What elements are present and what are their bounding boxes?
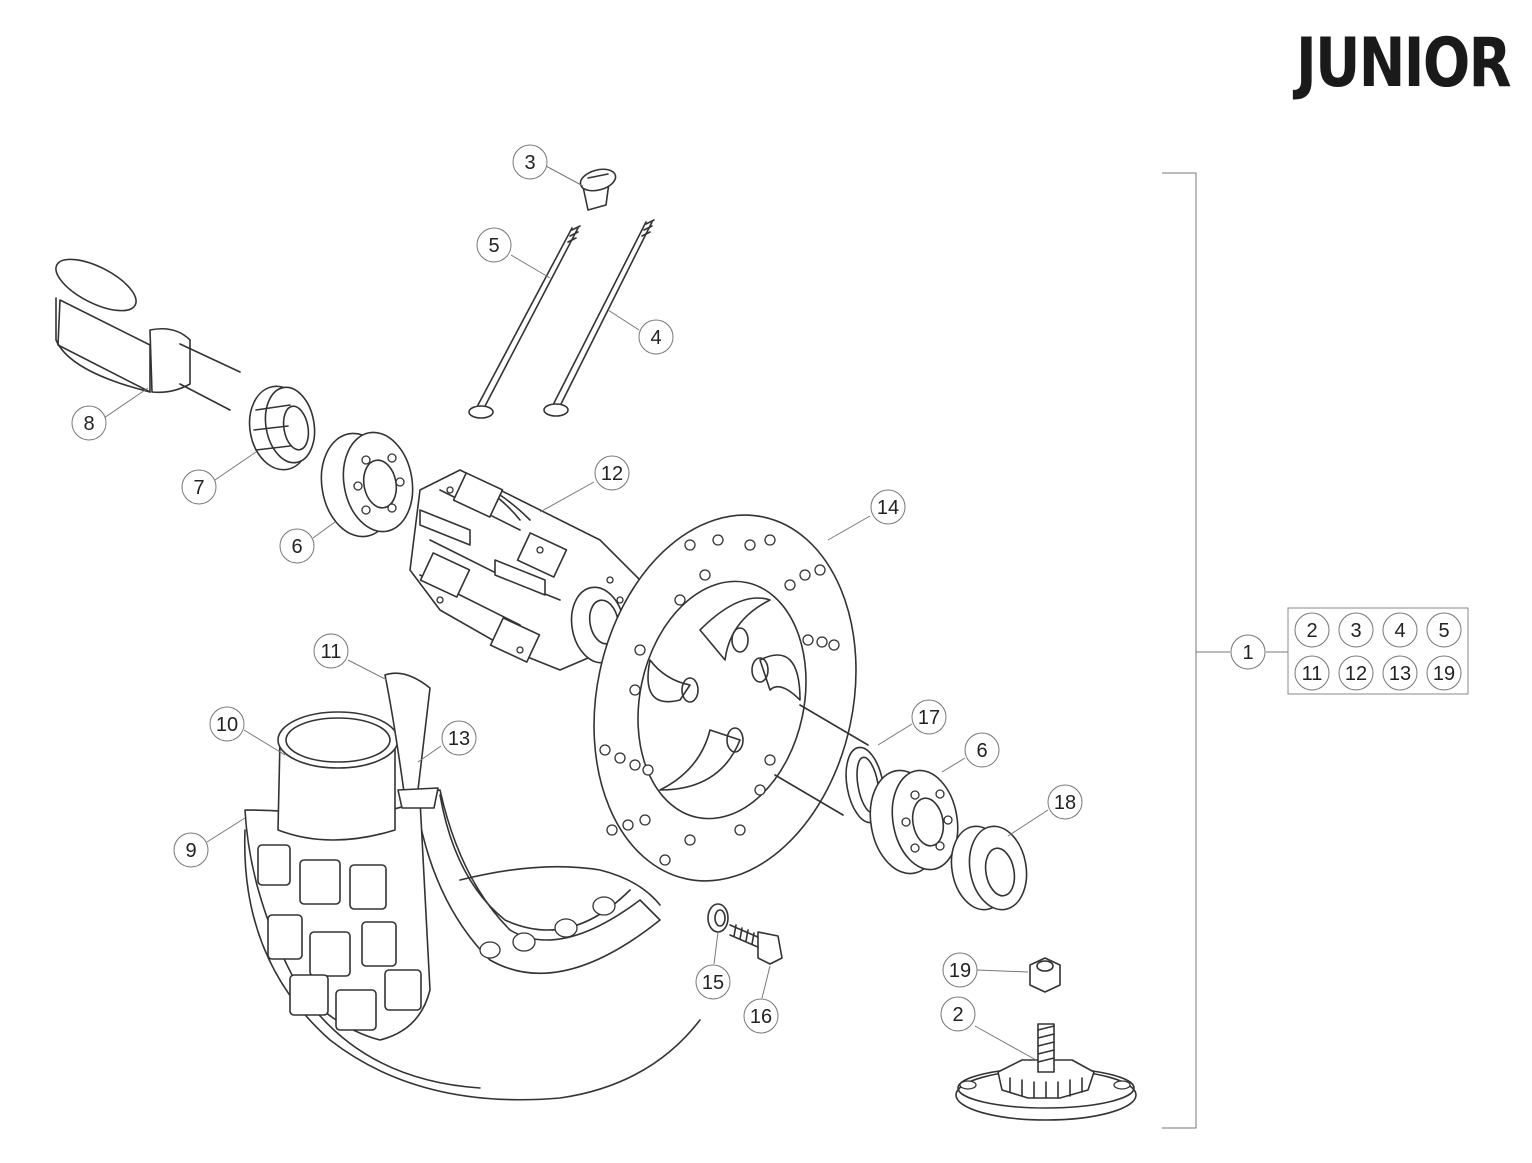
callout-c6a: 6 — [279, 528, 315, 564]
tube-part-10 — [277, 711, 399, 841]
spoke-nipple-part-3 — [579, 168, 617, 211]
callout-label: 16 — [750, 1006, 772, 1028]
callout-c7: 7 — [181, 469, 217, 505]
kit-item-12: 12 — [1338, 655, 1374, 691]
callout-label: 3 — [524, 152, 535, 174]
kit-item-2: 2 — [1294, 612, 1330, 648]
callout-c2: 2 — [940, 996, 976, 1032]
washer-part-15 — [707, 903, 729, 933]
kit-item-5: 5 — [1426, 612, 1462, 648]
callout-label: 15 — [702, 972, 724, 994]
callout-label: 2 — [952, 1004, 963, 1026]
valve-part-13 — [397, 787, 439, 809]
callout-label: 6 — [291, 536, 302, 558]
kit-list: 2 3 4 5 11 12 13 19 — [1294, 612, 1462, 691]
callout-c14: 14 — [870, 489, 906, 525]
callout-c5: 5 — [476, 227, 512, 263]
nut-part-19 — [1029, 957, 1061, 993]
brand-logo: JUNIOR — [1296, 24, 1512, 103]
kit-item-label: 12 — [1345, 663, 1367, 685]
callout-c19: 19 — [942, 952, 978, 988]
kit-item-11: 11 — [1294, 655, 1330, 691]
callout-label: 7 — [193, 477, 204, 499]
seal-part-7 — [248, 385, 316, 471]
callout-c16: 16 — [743, 998, 779, 1034]
callout-label: 8 — [83, 413, 94, 435]
kit-item-4: 4 — [1382, 612, 1418, 648]
callout-label: 12 — [601, 463, 623, 485]
callout-label: 9 — [185, 840, 196, 862]
kit-item-label: 5 — [1438, 620, 1449, 642]
kit-item-label: 2 — [1306, 620, 1317, 642]
callout-label: 4 — [650, 327, 661, 349]
callout-label: 14 — [877, 497, 899, 519]
hub-part-12 — [409, 469, 641, 671]
callout-label: 19 — [949, 960, 971, 982]
callout-leaders — [103, 165, 1049, 1061]
assembly-bracket — [1162, 172, 1288, 1129]
callout-label: 6 — [976, 740, 987, 762]
callout-label: 5 — [488, 235, 499, 257]
callout-c11: 11 — [313, 633, 349, 669]
callouts: 3 5 4 8 7 6 12 14 11 10 13 9 17 6 18 15 16 19 2 1 — [71, 144, 1266, 1034]
kit-item-label: 11 — [1302, 663, 1323, 685]
callout-c6b: 6 — [964, 732, 1000, 768]
axle-part-8 — [55, 258, 241, 411]
callout-label: 18 — [1054, 792, 1076, 814]
kit-item-label: 13 — [1389, 663, 1411, 685]
callout-label: 13 — [448, 728, 470, 750]
bolt-part-16 — [729, 924, 783, 965]
kit-item-label: 4 — [1394, 620, 1405, 642]
kit-item-label: 3 — [1350, 620, 1361, 642]
callout-label: 17 — [918, 707, 940, 729]
callout-c12: 12 — [594, 455, 630, 491]
callout-c3: 3 — [512, 144, 548, 180]
kit-item-3: 3 — [1338, 612, 1374, 648]
callout-c15: 15 — [695, 964, 731, 1000]
wheel-tyre-part-9 — [243, 789, 701, 1101]
kit-item-label: 19 — [1433, 663, 1455, 685]
callout-label: 10 — [216, 714, 238, 736]
bearing-part-6-right — [869, 769, 959, 875]
spoke-part-4 — [543, 219, 655, 417]
callout-c8: 8 — [71, 405, 107, 441]
callout-c18: 18 — [1047, 784, 1083, 820]
callout-c4: 4 — [638, 319, 674, 355]
callout-c10: 10 — [209, 706, 245, 742]
callout-c9: 9 — [173, 832, 209, 868]
spoke-part-5 — [468, 225, 581, 419]
callout-c17: 17 — [911, 699, 947, 735]
callout-c1: 1 — [1230, 634, 1266, 670]
seal-part-18 — [950, 825, 1028, 911]
brake-disc-part-14 — [593, 514, 857, 882]
kit-item-13: 13 — [1382, 655, 1418, 691]
callout-label: 11 — [321, 641, 342, 663]
mount-part-2 — [955, 1023, 1137, 1121]
kit-item-19: 19 — [1426, 655, 1462, 691]
bearing-part-6-left — [320, 431, 414, 538]
callout-c13: 13 — [441, 720, 477, 756]
callout-label: 1 — [1242, 642, 1253, 664]
